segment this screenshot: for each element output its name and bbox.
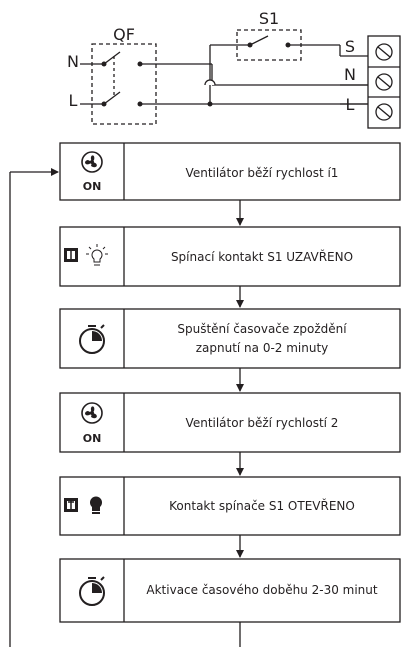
flow-step-1: ON Ventilátor běží rychlost í1: [59, 142, 401, 201]
feedback-loop-connector: [9, 168, 241, 647]
fan-on-text: ON: [83, 180, 102, 193]
terminal-label-l: L: [346, 95, 355, 114]
step-5-text: Kontakt spínače S1 OTEVŘENO: [169, 498, 355, 513]
input-label-l: L: [69, 91, 78, 110]
fan-on-text: ON: [83, 432, 102, 445]
terminal-screw-icon: [375, 73, 393, 91]
terminal-screw-icon: [375, 43, 393, 61]
flow-step-4: ON Ventilátor běží rychlostí 2: [59, 392, 401, 453]
terminal-block: [367, 35, 401, 129]
light-on-icon: [86, 244, 108, 266]
step-3-text-line-2: zapnutí na 0-2 minuty: [196, 341, 329, 355]
light-off-icon: [90, 496, 102, 514]
step-2-text: Spínací kontakt S1 UZAVŘENO: [171, 249, 353, 264]
wire-crossing: [204, 79, 216, 86]
wiring-schematic: [80, 29, 368, 125]
flow-step-6: Aktivace časového doběhu 2-30 minut: [59, 558, 401, 623]
breaker-label: QF: [113, 25, 135, 44]
fan-on-icon: ON: [81, 402, 103, 445]
terminal-screw-icon: [375, 103, 393, 121]
terminal-label-n: N: [344, 65, 356, 84]
breaker-qf-box: [91, 43, 157, 125]
step-3-text-line-1: Spuštění časovače zpoždění: [177, 322, 347, 336]
timer-icon: [79, 324, 105, 354]
fan-on-icon: ON: [81, 151, 103, 193]
switch-open-icon: [64, 498, 78, 512]
flow-step-3: Spuštění časovače zpoždění zapnutí na 0-…: [59, 308, 401, 369]
timer-icon: [79, 576, 105, 606]
flow-step-5: Kontakt spínače S1 OTEVŘENO: [59, 476, 401, 536]
step-1-text: Ventilátor běží rychlost í1: [186, 166, 339, 180]
flow-step-2: Spínací kontakt S1 UZAVŘENO: [59, 226, 401, 287]
step-4-text: Ventilátor běží rychlostí 2: [186, 416, 339, 430]
switch-label: S1: [259, 9, 279, 28]
step-6-text: Aktivace časového doběhu 2-30 minut: [146, 583, 378, 597]
input-label-n: N: [67, 52, 79, 71]
terminal-label-s: S: [345, 37, 355, 56]
switch-closed-icon: [64, 248, 78, 262]
junction-dots: [101, 42, 291, 107]
